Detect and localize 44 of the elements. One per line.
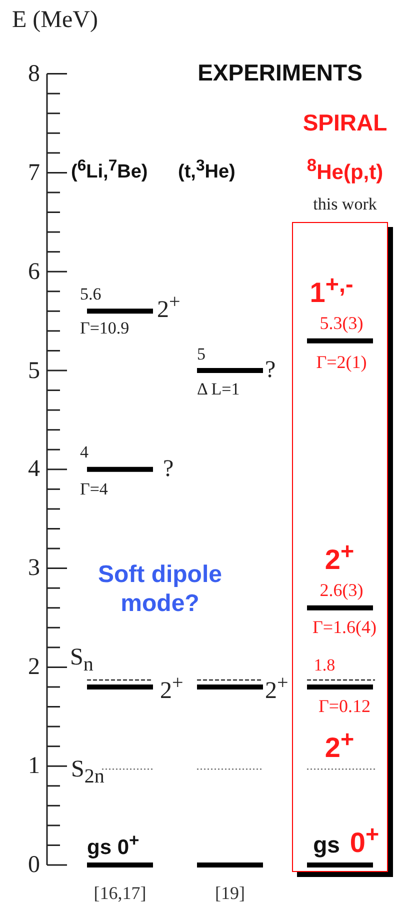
width-label: Γ=0.12 xyxy=(318,696,371,714)
axis-tick-label: 4 xyxy=(28,457,40,482)
axis-tick-label: 0 xyxy=(28,853,40,877)
reaction-label: ($^{6}$Li,$^{7}$Be) xyxy=(71,158,148,182)
level-energy: 5.6 xyxy=(80,286,102,302)
annotation-text: Soft dipole mode? xyxy=(97,561,223,619)
heading: SPIRAL xyxy=(302,112,388,134)
width-label: Δ L=1 xyxy=(197,380,240,398)
width-label: Γ=4 xyxy=(80,480,108,498)
width-label: Γ=2(1) xyxy=(316,352,367,370)
axis-tick-label: 7 xyxy=(28,160,40,185)
level-energy: 4 xyxy=(80,444,88,460)
width-label: Γ=1.6(4) xyxy=(312,618,377,636)
threshold-label: S$_{2n}$ xyxy=(71,758,104,786)
level-label: gs 0$^{+}$ xyxy=(87,832,140,858)
level-energy: 5 xyxy=(197,346,206,362)
question-mark: ? xyxy=(265,358,276,382)
axis-tick-label: 5 xyxy=(28,358,40,382)
note-text: this work xyxy=(313,196,377,212)
spin-parity: 1$^{+,-}$ xyxy=(310,272,354,307)
axis-tick-label: 6 xyxy=(28,260,40,284)
heading: EXPERIMENTS xyxy=(198,62,362,84)
level-label: gs xyxy=(313,833,340,856)
axis-tick-label: 2 xyxy=(28,655,40,680)
axis-tick-label: 8 xyxy=(28,62,40,86)
spin-parity: 0$^{+}$ xyxy=(350,822,380,857)
width-label: Γ=10.9 xyxy=(80,320,130,336)
reaction-label: $^{8}$He(p,t) xyxy=(306,157,384,183)
reference-label: [19] xyxy=(215,884,245,902)
reference-label: [16,17] xyxy=(94,884,146,902)
level-energy: 2.6(3) xyxy=(320,580,364,598)
level-energy: 5.3(3) xyxy=(320,314,364,332)
axis-title: E (MeV) xyxy=(12,8,98,32)
reaction-label: (t,$^{3}$He) xyxy=(178,158,236,182)
spin-parity: 2$^{+}$ xyxy=(157,292,180,322)
axis-tick-label: 3 xyxy=(28,556,40,580)
axis-tick-label: 1 xyxy=(28,754,40,778)
spin-parity: 2$^{+}$ xyxy=(160,673,184,703)
spin-parity: 2$^{+}$ xyxy=(265,673,288,703)
spin-parity: 2$^{+}$ xyxy=(324,727,354,762)
question-mark: ? xyxy=(163,457,174,481)
level-energy: 1.8 xyxy=(314,656,336,673)
spin-parity: 2$^{+}$ xyxy=(324,539,354,574)
threshold-label: S$_{n}$ xyxy=(70,646,94,674)
